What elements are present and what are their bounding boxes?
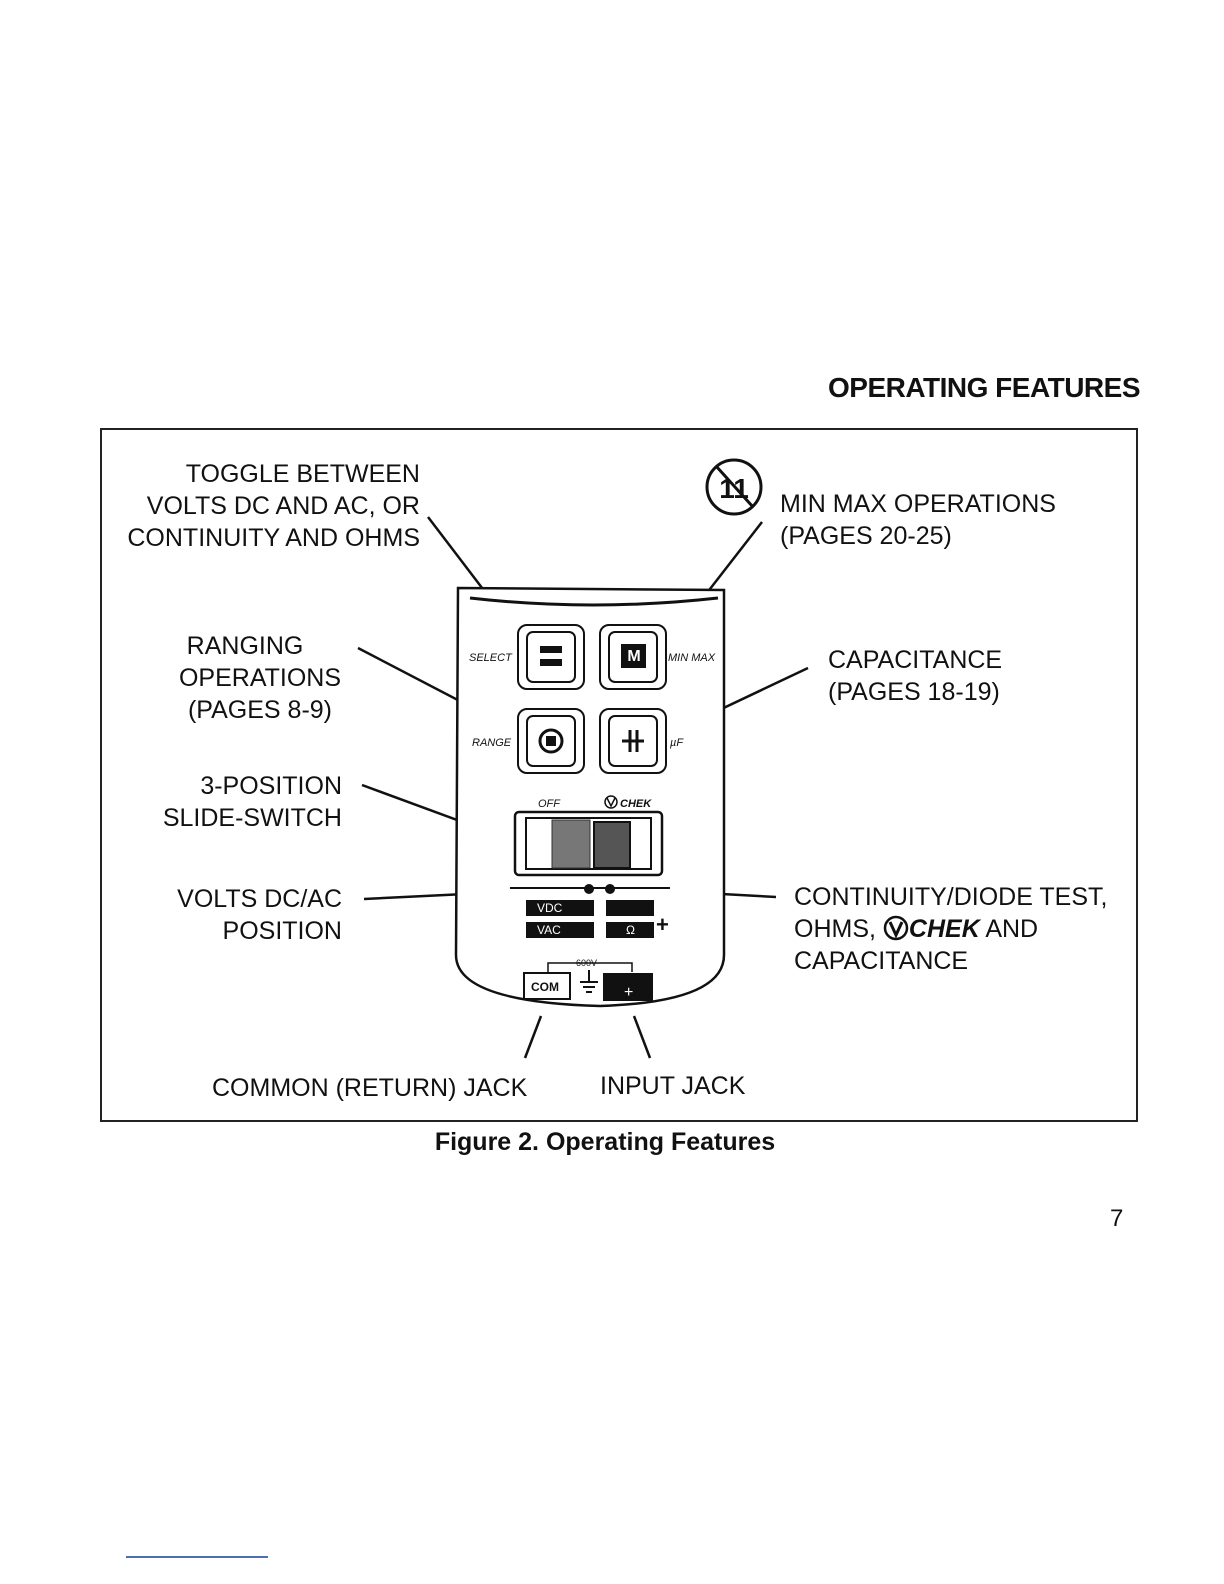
ground-icon — [580, 970, 598, 993]
label-slide-line1: 3-POSITION — [200, 772, 342, 800]
label-slide-switch: 3-POSITION SLIDE-SWITCH — [100, 770, 342, 834]
label-capacitance-line1: CAPACITANCE — [828, 646, 1003, 674]
label-continuity: CONTINUITY/DIODE TEST, OHMS, CHEK AND CA… — [794, 881, 1107, 977]
capacitance-button — [599, 708, 667, 774]
label-toggle-line2: VOLTS DC AND AC, OR — [146, 492, 420, 520]
minmax-label: MIN MAX — [668, 652, 716, 664]
vdc-label: VDC — [537, 901, 563, 915]
label-continuity-line3: CAPACITANCE — [794, 947, 969, 975]
vac-label: VAC — [537, 923, 561, 937]
minmax-key-glyph: M — [627, 648, 640, 665]
label-capacitance: CAPACITANCE (PAGES 18-19) — [828, 644, 1002, 708]
label-capacitance-line2: (PAGES 18-19) — [828, 678, 1000, 706]
vchek-small-icon — [604, 795, 618, 809]
minmax-button — [599, 624, 667, 690]
label-input-jack: INPUT JACK — [600, 1072, 746, 1100]
no-beeper-icon: 11 — [705, 458, 763, 516]
label-volts-line1: VOLTS DC/AC — [177, 885, 342, 913]
label-common-jack: COMMON (RETURN) JACK — [212, 1074, 528, 1102]
label-slide-line2: SLIDE-SWITCH — [162, 804, 342, 832]
label-toggle-line1: TOGGLE BETWEEN — [185, 460, 420, 488]
label-continuity-chek: CHEK — [908, 915, 980, 943]
off-label: OFF — [538, 798, 561, 810]
figure-frame — [100, 428, 1138, 1122]
input-plus-label: + — [624, 984, 633, 1001]
label-volts-line2: POSITION — [222, 917, 342, 945]
leader-input — [632, 1015, 652, 1059]
label-toggle: TOGGLE BETWEEN VOLTS DC AND AC, OR CONTI… — [80, 458, 420, 554]
slide-switch — [513, 810, 664, 877]
label-toggle-line3: CONTINUITY AND OHMS — [127, 524, 420, 552]
meter-body — [454, 586, 726, 1008]
range-button — [517, 708, 585, 774]
label-ranging: RANGING OPERATIONS (PAGES 8-9) — [160, 630, 360, 726]
label-ranging-line2: OPERATIONS — [178, 664, 342, 692]
ohm-label: Ω — [626, 923, 635, 937]
select-button — [517, 624, 585, 690]
page-number: 7 — [1110, 1205, 1124, 1232]
leader-common — [523, 1015, 543, 1059]
footer-rule — [126, 1556, 268, 1558]
label-minmax-line2: (PAGES 20-25) — [780, 522, 952, 550]
label-ranging-line3: (PAGES 8-9) — [187, 696, 333, 724]
page-heading: OPERATING FEATURES — [828, 372, 1140, 403]
label-continuity-line2: OHMS, CHEK AND — [794, 913, 1107, 945]
vchek-icon — [883, 915, 909, 941]
label-volts: VOLTS DC/AC POSITION — [100, 883, 342, 947]
label-minmax-line1: MIN MAX OPERATIONS — [780, 490, 1056, 518]
v600-label: 600V — [576, 958, 597, 968]
label-minmax: MIN MAX OPERATIONS (PAGES 20-25) — [780, 488, 1056, 552]
uf-label: µF — [670, 737, 684, 749]
label-continuity-and: AND — [985, 915, 1039, 943]
figure-caption: Figure 2. Operating Features — [434, 1128, 776, 1156]
com-label: COM — [531, 980, 559, 994]
range-label: RANGE — [472, 737, 512, 749]
diode-plus-label: + — [656, 912, 669, 937]
svg-text:11: 11 — [719, 473, 749, 504]
label-ranging-line1: RANGING — [186, 632, 304, 660]
label-continuity-line1: CONTINUITY/DIODE TEST, — [794, 883, 1108, 911]
select-label: SELECT — [469, 652, 513, 664]
chek-label: CHEK — [620, 798, 652, 810]
label-continuity-ohms: OHMS, — [794, 915, 876, 943]
